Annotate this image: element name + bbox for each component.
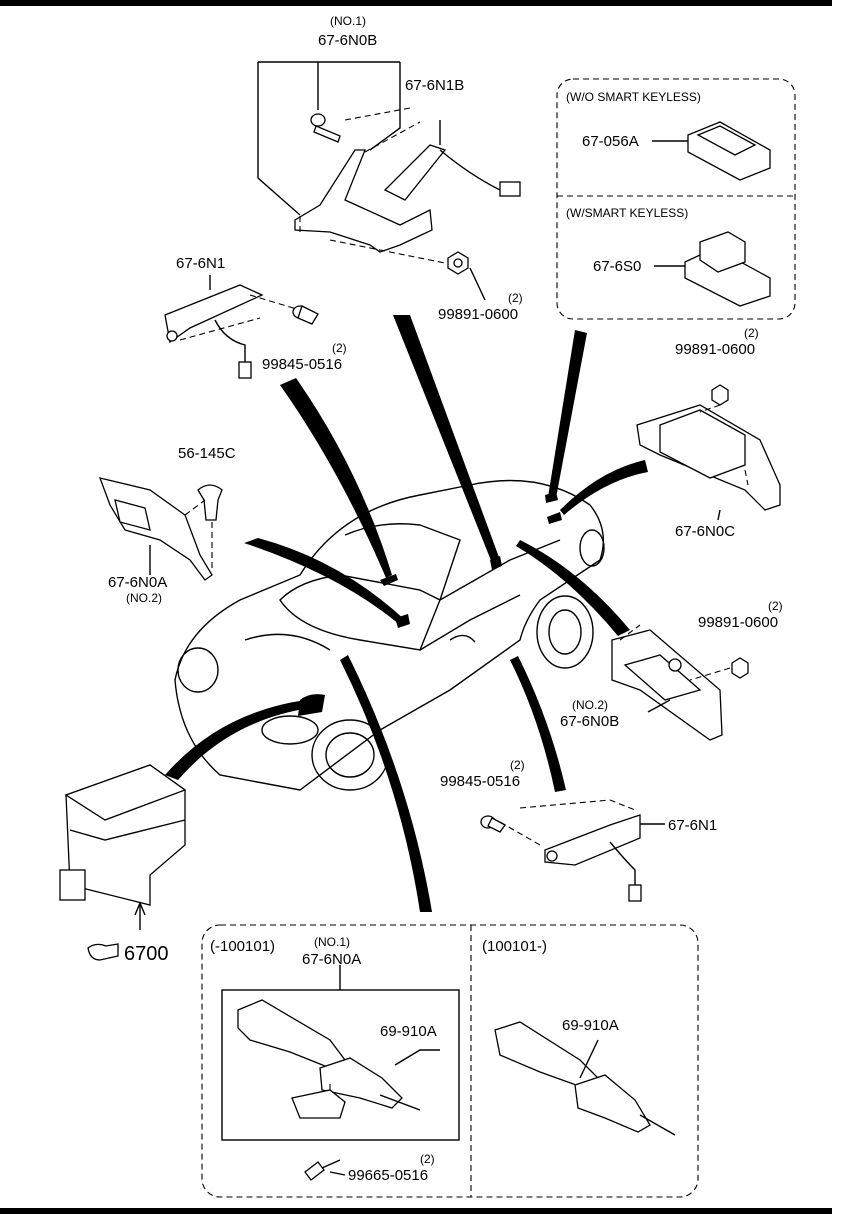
nut-99891-top	[447, 251, 486, 301]
label-6700: 6700	[124, 943, 169, 965]
label-6n0b-no2: 67-6N0B	[560, 713, 619, 730]
label-69-910a-right: 69-910A	[562, 1017, 619, 1034]
label-6n0c: 67-6N0C	[675, 523, 735, 540]
bottom-rule	[0, 1208, 832, 1214]
ecu-6700	[59, 764, 187, 961]
label-69-910a-left: 69-910A	[380, 1023, 437, 1040]
label-99845-bot-qty: (2)	[510, 758, 525, 772]
label-6n1-top: 67-6N1	[176, 255, 225, 272]
label-67-056a: 67-056A	[582, 133, 639, 150]
label-99845-top: 99845-0516	[262, 356, 342, 373]
label-99665-0516: 99665-0516	[348, 1167, 428, 1184]
label-6n1-bottom: 67-6N1	[668, 817, 717, 834]
bracket-6n0b-no1	[257, 61, 521, 266]
label-6n0b-no1: 67-6N0B	[318, 32, 377, 49]
antenna-6n1-bottom	[480, 799, 665, 902]
leader-wedges	[165, 315, 648, 912]
callout-labels: (NO.1) 67-6N0B 67-6N1B 67-6N1 (2) 99845-…	[108, 14, 783, 1184]
label-99665-qty: (2)	[420, 1152, 435, 1166]
label-99891-right: 99891-0600	[675, 341, 755, 358]
label-6n1b: 67-6N1B	[405, 77, 464, 94]
label-56-145c: 56-145C	[178, 445, 236, 462]
variant-right-header: (100101-)	[482, 938, 547, 955]
keyless-w-header: (W/SMART KEYLESS)	[566, 206, 688, 220]
antenna-6n1-top	[164, 275, 319, 379]
label-67-6s0: 67-6S0	[593, 258, 641, 275]
label-99845-bot: 99845-0516	[440, 773, 520, 790]
label-99891-mid-qty: (2)	[768, 599, 783, 613]
label-99845-top-qty: (2)	[332, 341, 347, 355]
variant-left-header: (-100101)	[210, 938, 275, 955]
label-99891-top: 99891-0600	[438, 306, 518, 323]
label-6n0b-no2-qualifier: (NO.2)	[572, 698, 608, 712]
bracket-6n0c	[636, 384, 781, 521]
label-6n0a-no2: 67-6N0A	[108, 574, 167, 591]
bracket-6n0b-no2	[611, 624, 749, 741]
label-67-6n0a-no1: 67-6N0A	[302, 951, 361, 968]
label-6n0a-no2-qualifier: (NO.2)	[126, 591, 162, 605]
label-6n0b-no1-qualifier: (NO.1)	[330, 14, 366, 28]
label-99891-top-qty: (2)	[508, 291, 523, 305]
top-rule	[0, 0, 832, 6]
keyless-wo-header: (W/O SMART KEYLESS)	[566, 90, 701, 104]
bracket-6n0a-no2	[98, 477, 223, 581]
label-99891-right-qty: (2)	[744, 326, 759, 340]
keyless-box	[556, 78, 796, 320]
variant-left-qualifier: (NO.1)	[314, 935, 350, 949]
variant-box	[201, 924, 699, 1198]
vehicle-outline	[174, 479, 605, 791]
label-99891-mid: 99891-0600	[698, 614, 778, 631]
